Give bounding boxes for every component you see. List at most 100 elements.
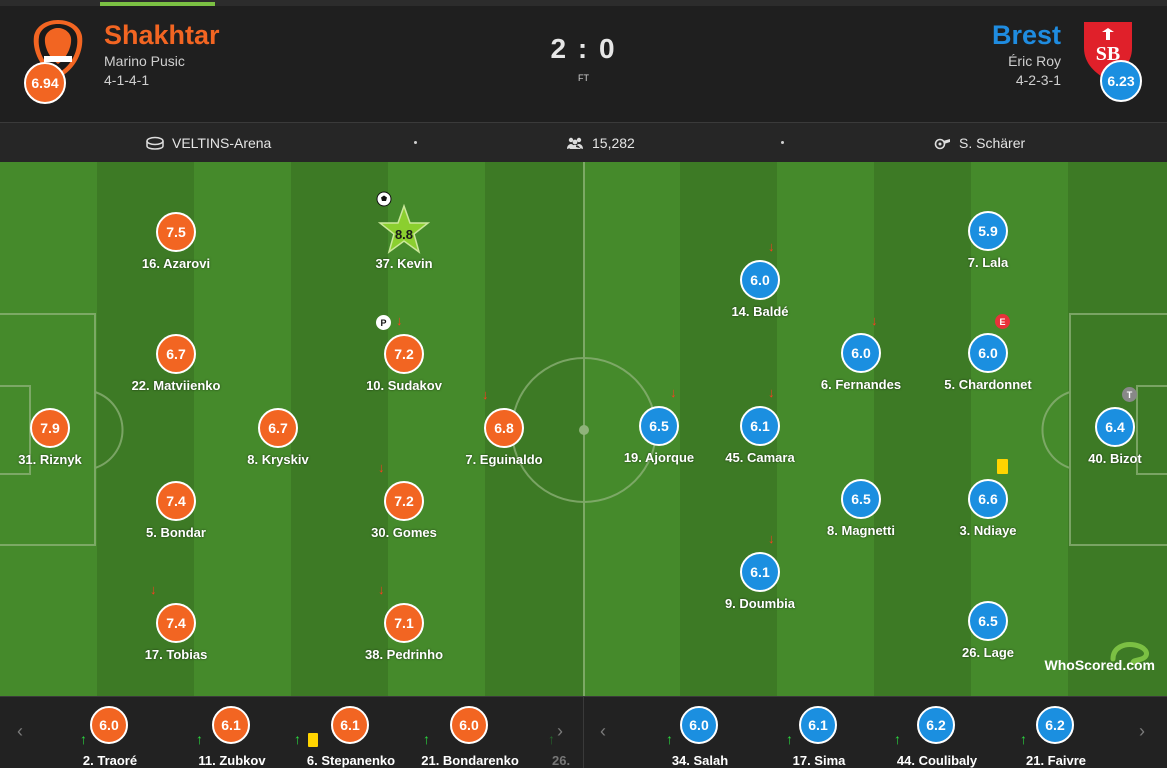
- player-name: 6. Stepanenko: [306, 753, 396, 768]
- player-home-sudakov[interactable]: P ↓ 7.2 10. Sudakov: [334, 313, 474, 394]
- player-name: 8. Kryskiv: [247, 452, 309, 467]
- away-substitutes: ‹ 6.0 ↑ 34. Salah 6.1 ↑ 17. Sima 6.2 ↑ 4…: [584, 697, 1167, 768]
- match-score: 2 : 0: [550, 33, 617, 64]
- player-name: 7. Eguinaldo: [465, 452, 543, 467]
- player-away-camara[interactable]: ↓ 6.1 45. Camara: [690, 385, 830, 466]
- player-rating: 7.9: [30, 408, 70, 448]
- sub-home-partial[interactable]: 26.: [552, 753, 571, 768]
- player-rating: 6.5: [841, 479, 881, 519]
- next-subs-away-button[interactable]: ›: [1139, 721, 1145, 741]
- attendance-info: 15,282: [566, 123, 635, 163]
- away-formation: 4-2-3-1: [1015, 72, 1061, 88]
- subbed-on-icon: ↑: [423, 731, 430, 747]
- player-name: 19. Ajorque: [623, 450, 695, 465]
- player-name: 5. Chardonnet: [944, 377, 1032, 392]
- player-away-balde[interactable]: ↓ 6.0 14. Baldé: [690, 239, 830, 320]
- player-rating: 6.0: [450, 706, 488, 744]
- sub-away-faivre[interactable]: 6.2 ↑ 21. Faivre: [996, 697, 1116, 768]
- player-home-eguinaldo[interactable]: ↓ 6.8 7. Eguinaldo: [434, 387, 574, 468]
- player-name: 3. Ndiaye: [959, 523, 1017, 538]
- player-away-lala[interactable]: 5.9 7. Lala: [918, 211, 1058, 271]
- player-name: 5. Bondar: [146, 525, 206, 540]
- yellow-card-icon: [997, 459, 1008, 474]
- player-name: 16. Azarovi: [141, 256, 211, 271]
- header-active-indicator: [100, 2, 215, 6]
- subbed-on-icon: ↑: [1020, 731, 1027, 747]
- goal-ball-icon: [376, 191, 392, 207]
- sub-home-stepanenko[interactable]: 6.1 ↑ 6. Stepanenko: [291, 697, 411, 768]
- player-rating: 7.2: [384, 334, 424, 374]
- subbed-on-icon: ↑: [894, 731, 901, 747]
- shakhtar-crest-icon[interactable]: [30, 18, 86, 80]
- sub-home-bondarenko[interactable]: 6.0 ↑ 21. Bondarenko: [410, 697, 530, 768]
- player-rating: 6.5: [968, 601, 1008, 641]
- prev-subs-away-button[interactable]: ‹: [600, 721, 606, 741]
- home-manager: Marino Pusic: [104, 53, 185, 69]
- player-rating: 7.4: [156, 481, 196, 521]
- subbed-off-icon: ↓: [871, 313, 878, 328]
- whoscored-logo: WhoScored.com: [1045, 642, 1155, 673]
- sub-home-traore[interactable]: 6.0 ↑ 2. Traoré: [50, 697, 170, 768]
- player-name: 2. Traoré: [82, 753, 138, 768]
- player-home-matviienko[interactable]: 6.7 22. Matviienko: [106, 334, 246, 394]
- pitch: 7.9 31. Riznyk ↓ 7.4 17. Tobias 7.4 5. B…: [0, 162, 1167, 696]
- player-away-bizot[interactable]: T 6.4 40. Bizot: [1045, 387, 1167, 467]
- sub-away-salah[interactable]: 6.0 ↑ 34. Salah: [640, 697, 760, 768]
- match-info-bar: VELTINS-Arena 15,282 S. Schärer: [0, 122, 1167, 162]
- player-name: 26. Lage: [961, 645, 1015, 660]
- player-home-tobias[interactable]: ↓ 7.4 17. Tobias: [106, 582, 246, 663]
- player-away-fernandes[interactable]: ↓ 6.0 6. Fernandes: [791, 313, 931, 393]
- sub-away-sima[interactable]: 6.1 ↑ 17. Sima: [759, 697, 879, 768]
- player-away-chardonnet[interactable]: E 6.0 5. Chardonnet: [918, 314, 1058, 393]
- player-rating: 6.4: [1095, 407, 1135, 447]
- venue-name: VELTINS-Arena: [172, 135, 272, 151]
- away-team-name[interactable]: Brest: [991, 20, 1061, 50]
- player-rating: 6.8: [484, 408, 524, 448]
- referee-name: S. Schärer: [959, 135, 1026, 151]
- player-home-pedrinho[interactable]: ↓ 7.1 38. Pedrinho: [334, 582, 474, 663]
- player-home-riznyk[interactable]: 7.9 31. Riznyk: [0, 408, 120, 468]
- player-home-kevin[interactable]: 8.8 37. Kevin: [334, 191, 474, 272]
- star-rating-value: 8.8: [394, 226, 414, 242]
- player-away-doumbia[interactable]: ↓ 6.1 9. Doumbia: [690, 531, 830, 612]
- subbed-off-icon: ↓: [768, 239, 775, 254]
- subbed-on-icon: ↑: [80, 731, 87, 747]
- player-home-kryskiv[interactable]: 6.7 8. Kryskiv: [208, 408, 348, 468]
- player-rating: 6.2: [917, 706, 955, 744]
- player-name: 6. Fernandes: [820, 377, 902, 392]
- subbed-off-icon: ↓: [768, 531, 775, 546]
- player-away-ndiaye[interactable]: 6.6 3. Ndiaye: [918, 459, 1058, 539]
- error-badge-icon: E: [995, 314, 1010, 329]
- pitch-markings: [0, 162, 1167, 696]
- sub-home-zubkov[interactable]: 6.1 ↑ 11. Zubkov: [172, 697, 292, 768]
- star-icon: [378, 204, 430, 254]
- header-top-line: [0, 0, 1167, 6]
- player-rating: 6.7: [156, 334, 196, 374]
- sub-away-coulibaly[interactable]: 6.2 ↑ 44. Coulibaly: [877, 697, 997, 768]
- player-name: 14. Baldé: [731, 304, 789, 319]
- referee-info: S. Schärer: [933, 123, 1025, 163]
- subbed-on-icon: ↑: [548, 731, 555, 747]
- subbed-off-icon: ↓: [482, 387, 489, 402]
- player-name: 31. Riznyk: [18, 452, 82, 467]
- prev-subs-home-button[interactable]: ‹: [17, 721, 23, 741]
- player-away-ajorque[interactable]: ↓ 6.5 19. Ajorque: [589, 385, 729, 466]
- away-manager: Éric Roy: [1008, 53, 1061, 69]
- home-team-rating: 6.94: [24, 62, 66, 104]
- player-rating: 6.1: [331, 706, 369, 744]
- player-away-magnetti[interactable]: 6.5 8. Magnetti: [791, 479, 931, 539]
- next-subs-home-button[interactable]: ›: [557, 721, 563, 741]
- penalty-badge-icon: P: [376, 315, 391, 330]
- stadium-icon: [146, 136, 164, 150]
- svg-text:SB: SB: [1096, 43, 1120, 65]
- away-team-rating-value: 6.23: [1107, 73, 1135, 89]
- player-away-lage[interactable]: 6.5 26. Lage: [918, 601, 1058, 661]
- match-header: 6.94 Shakhtar Marino Pusic 4-1-4-1 2 : 0…: [0, 0, 1167, 122]
- player-home-gomes[interactable]: ↓ 7.2 30. Gomes: [334, 460, 474, 541]
- home-team-name[interactable]: Shakhtar: [104, 20, 220, 50]
- player-home-bondar[interactable]: 7.4 5. Bondar: [106, 481, 246, 541]
- player-home-azarovi[interactable]: 7.5 16. Azarovi: [106, 212, 246, 272]
- subbed-on-icon: ↑: [666, 731, 673, 747]
- player-rating: 6.0: [968, 333, 1008, 373]
- player-name: 7. Lala: [967, 255, 1009, 270]
